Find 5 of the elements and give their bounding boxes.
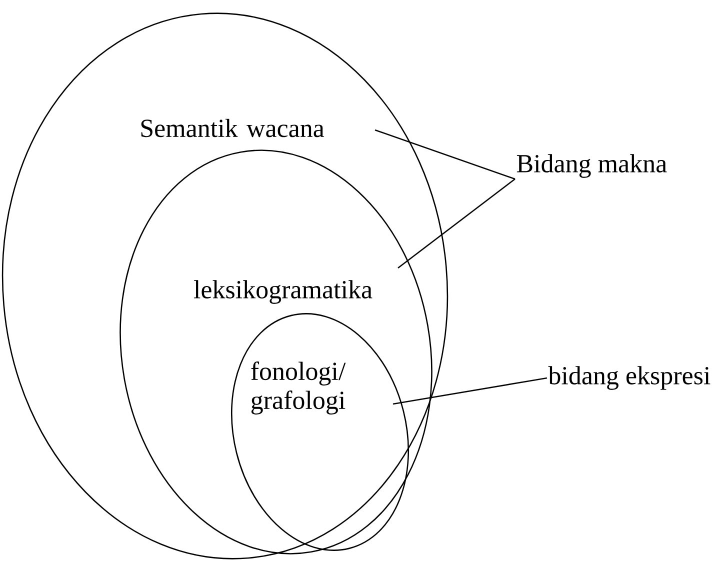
label-text: Bidang makna bbox=[516, 154, 667, 178]
leader-line bbox=[374, 129, 516, 180]
label-text: bidang ekspresi bbox=[548, 366, 710, 390]
leader-line bbox=[392, 377, 548, 405]
leader-line bbox=[398, 178, 516, 269]
